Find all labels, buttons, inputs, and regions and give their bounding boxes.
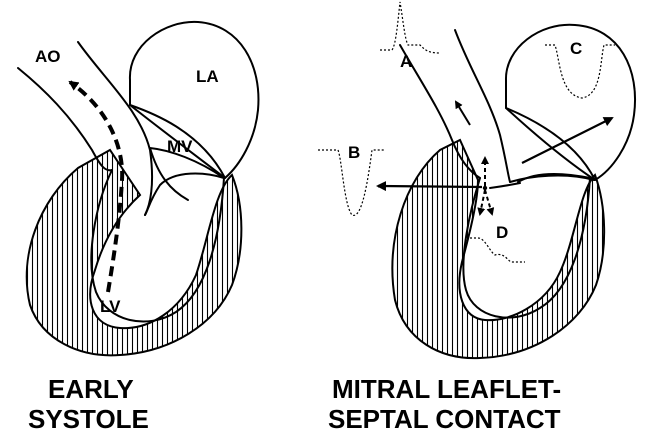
caption-right-line2: SEPTAL CONTACT bbox=[328, 404, 561, 430]
caption-right-line1: MITRAL LEAFLET- bbox=[332, 374, 561, 404]
trace-b bbox=[318, 149, 385, 216]
left-mitral-valve bbox=[129, 104, 226, 179]
trace-a bbox=[380, 1, 441, 54]
label-ao: AO bbox=[35, 47, 61, 66]
left-atrium bbox=[128, 20, 260, 179]
left-heart bbox=[17, 20, 260, 357]
left-lv-cavity bbox=[90, 169, 225, 323]
caption-left-line1: EARLY bbox=[48, 374, 134, 404]
label-mv: MV bbox=[167, 137, 193, 156]
label-la: LA bbox=[196, 67, 219, 86]
trace-d bbox=[470, 237, 525, 263]
right-myocardium bbox=[391, 138, 606, 360]
contact-point-d bbox=[477, 156, 495, 216]
arrow-to-a bbox=[454, 100, 471, 126]
right-aorta-wall-inner bbox=[454, 29, 511, 183]
left-mitral-leaflet bbox=[149, 147, 225, 201]
label-b: B bbox=[348, 143, 360, 162]
arrow-to-b bbox=[376, 181, 483, 192]
left-myocardium bbox=[25, 148, 243, 357]
right-aorta-wall-outer bbox=[399, 44, 481, 179]
caption-left-line2: SYSTOLE bbox=[28, 404, 149, 430]
label-c: C bbox=[570, 39, 582, 58]
label-lv: LV bbox=[100, 297, 121, 316]
label-d: D bbox=[496, 223, 508, 242]
right-heart bbox=[318, 1, 636, 360]
left-flow-arrow bbox=[68, 80, 125, 293]
right-mitral-valve bbox=[505, 107, 596, 181]
trace-c bbox=[545, 44, 615, 99]
arrow-to-c bbox=[521, 117, 614, 164]
left-aorta-wall-outer bbox=[17, 67, 113, 172]
label-a: A bbox=[400, 52, 412, 71]
right-left-atrium bbox=[504, 23, 636, 181]
left-aorta-wall-inner bbox=[77, 41, 154, 216]
right-mitral-leaflet bbox=[489, 174, 595, 189]
